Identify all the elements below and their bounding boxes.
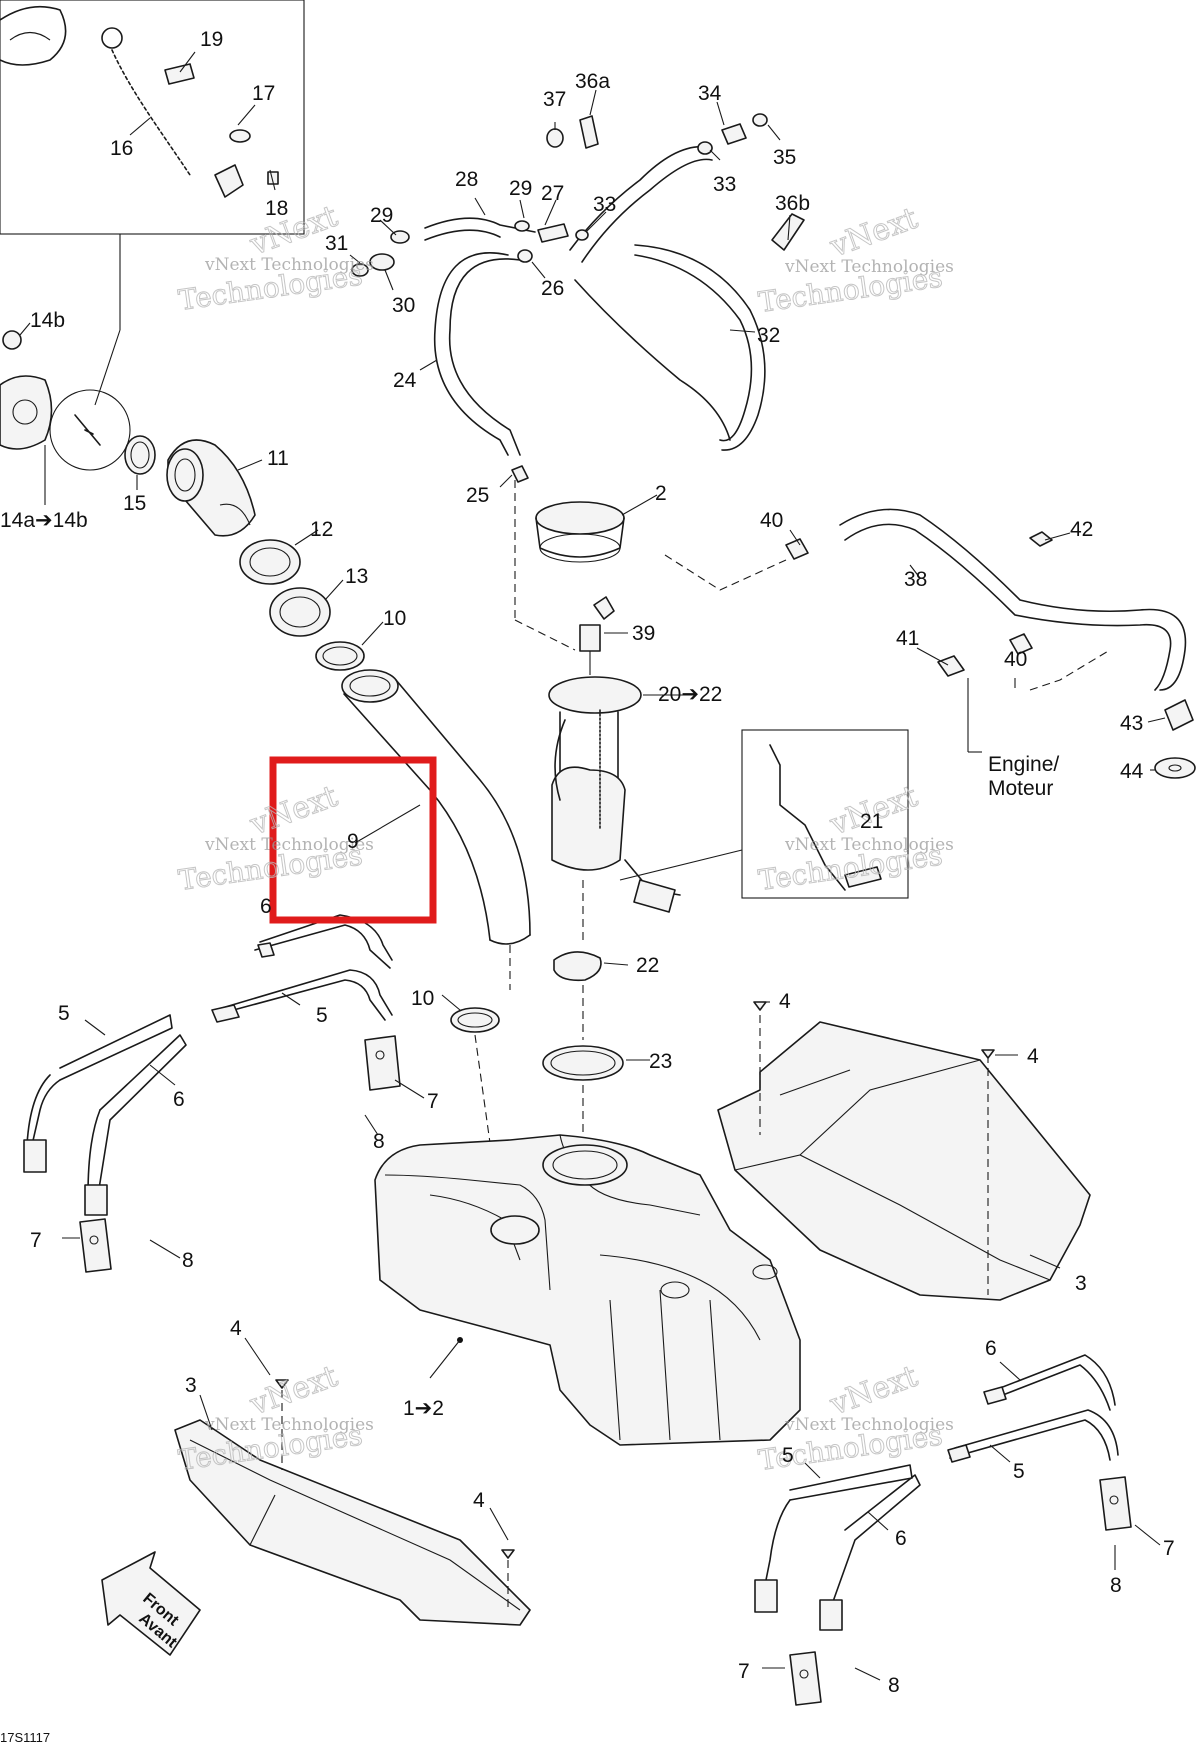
callout-38[interactable]: 38 (904, 568, 927, 591)
callout-1-2[interactable]: 1➔2 (403, 1397, 444, 1420)
svg-text:vNext Technologies: vNext Technologies (204, 835, 374, 855)
callout-24[interactable]: 24 (393, 369, 417, 392)
callout-27[interactable]: 27 (541, 182, 564, 205)
callout-42[interactable]: 42 (1070, 518, 1093, 541)
callout-13[interactable]: 13 (345, 565, 368, 588)
callout-10-top[interactable]: 10 (383, 607, 406, 630)
engine-note-line2: Moteur (988, 777, 1053, 800)
callout-11[interactable]: 11 (267, 447, 289, 470)
callout-16[interactable]: 16 (110, 137, 133, 160)
callout-35[interactable]: 35 (773, 146, 796, 169)
svg-text:vNext Technologies: vNext Technologies (204, 255, 374, 275)
callout-6-top[interactable]: 6 (260, 895, 272, 918)
vent-line-38 (664, 508, 1196, 779)
callout-28[interactable]: 28 (455, 168, 478, 191)
callout-8-right[interactable]: 8 (1110, 1574, 1122, 1597)
callout-14a-14b[interactable]: 14a➔14b (0, 509, 88, 532)
skid-plate-left (174, 1379, 531, 1626)
callout-6-bottom[interactable]: 6 (895, 1527, 907, 1550)
callout-19[interactable]: 19 (200, 28, 223, 51)
callout-5-left[interactable]: 5 (58, 1002, 70, 1025)
callout-44[interactable]: 44 (1120, 760, 1144, 783)
callout-41[interactable]: 41 (896, 627, 919, 650)
callout-14b-top[interactable]: 14b (30, 309, 65, 332)
callout-9[interactable]: 9 (347, 830, 359, 853)
callout-8-mid[interactable]: 8 (373, 1130, 385, 1153)
filler-neck-assembly (0, 330, 365, 671)
figure-code: 17S1117 (0, 1730, 50, 1745)
callout-43[interactable]: 43 (1120, 712, 1143, 735)
callout-12[interactable]: 12 (310, 518, 333, 541)
inset-cap-tether (0, 0, 305, 406)
callout-37[interactable]: 37 (543, 88, 566, 111)
callout-32[interactable]: 32 (757, 324, 780, 347)
svg-text:vNext: vNext (825, 201, 922, 265)
callout-5-right[interactable]: 5 (782, 1444, 794, 1467)
callout-2[interactable]: 2 (655, 482, 667, 505)
callout-31[interactable]: 31 (325, 232, 348, 255)
svg-text:vNext: vNext (825, 1359, 922, 1423)
callout-33-mid[interactable]: 33 (593, 193, 616, 216)
callout-3-right[interactable]: 3 (1075, 1272, 1087, 1295)
callout-8-bottom[interactable]: 8 (888, 1674, 900, 1697)
skid-plate-right (717, 1001, 1091, 1301)
tank-straps-right (754, 1354, 1132, 1706)
svg-text:vNext Technologies: vNext Technologies (784, 257, 954, 277)
highlight-box-part-9 (269, 756, 437, 924)
callout-40-mid[interactable]: 40 (1004, 648, 1027, 671)
callout-25[interactable]: 25 (466, 484, 489, 507)
leader-lines (19, 51, 1166, 1681)
callout-4-left[interactable]: 4 (230, 1317, 242, 1340)
tank-straps-left (23, 914, 401, 1273)
callout-39[interactable]: 39 (632, 622, 655, 645)
watermark-5: vNext Technologies vNext Technologies (176, 1358, 374, 1477)
callout-6-left[interactable]: 6 (173, 1088, 185, 1111)
callout-29-top[interactable]: 29 (509, 177, 532, 200)
callout-17[interactable]: 17 (252, 82, 275, 105)
callout-7-left[interactable]: 7 (30, 1229, 42, 1252)
callout-22[interactable]: 22 (636, 954, 659, 977)
callout-18[interactable]: 18 (265, 197, 288, 220)
callout-29-left[interactable]: 29 (370, 204, 393, 227)
svg-text:vNext Technologies: vNext Technologies (784, 1415, 954, 1435)
callout-4-bottom[interactable]: 4 (473, 1489, 485, 1512)
engine-note-line1: Engine/ (988, 753, 1059, 776)
callout-36b[interactable]: 36b (775, 192, 810, 215)
callout-36a[interactable]: 36a (575, 70, 610, 93)
callout-30[interactable]: 30 (392, 294, 415, 317)
callout-5-mid[interactable]: 5 (316, 1004, 328, 1027)
svg-text:vNext Technologies: vNext Technologies (204, 1415, 374, 1435)
watermark-2: vNext Technologies vNext Technologies (756, 200, 954, 319)
callout-40-top[interactable]: 40 (760, 509, 783, 532)
fuel-tank (374, 1134, 801, 1446)
callout-21[interactable]: 21 (860, 810, 883, 833)
fuel-pump-assembly (535, 501, 909, 1180)
svg-text:vNext: vNext (245, 779, 342, 843)
filler-hose-9 (341, 669, 531, 1216)
callout-7-bottom[interactable]: 7 (738, 1660, 750, 1683)
callout-7-mid[interactable]: 7 (427, 1090, 439, 1113)
front-direction-arrow (101, 1551, 201, 1656)
callout-20-22[interactable]: 20➔22 (658, 683, 722, 706)
callout-4-right[interactable]: 4 (1027, 1045, 1039, 1068)
callout-8-left[interactable]: 8 (182, 1249, 194, 1272)
callout-15[interactable]: 15 (123, 492, 146, 515)
callout-3-left[interactable]: 3 (185, 1374, 197, 1397)
callout-26[interactable]: 26 (541, 277, 564, 300)
callout-5-right-top[interactable]: 5 (1013, 1460, 1025, 1483)
callout-23[interactable]: 23 (649, 1050, 672, 1073)
callout-34[interactable]: 34 (698, 82, 722, 105)
svg-text:vNext: vNext (245, 1359, 342, 1423)
svg-text:vNext Technologies: vNext Technologies (784, 835, 954, 855)
callout-33-top[interactable]: 33 (713, 173, 736, 196)
callout-6-right[interactable]: 6 (985, 1337, 997, 1360)
callout-7-right[interactable]: 7 (1163, 1537, 1175, 1560)
watermark-4: vNext Technologies vNext Technologies (756, 778, 954, 897)
callout-4-top[interactable]: 4 (779, 990, 791, 1013)
callout-10-mid[interactable]: 10 (411, 987, 434, 1010)
vent-hoses (351, 113, 805, 651)
